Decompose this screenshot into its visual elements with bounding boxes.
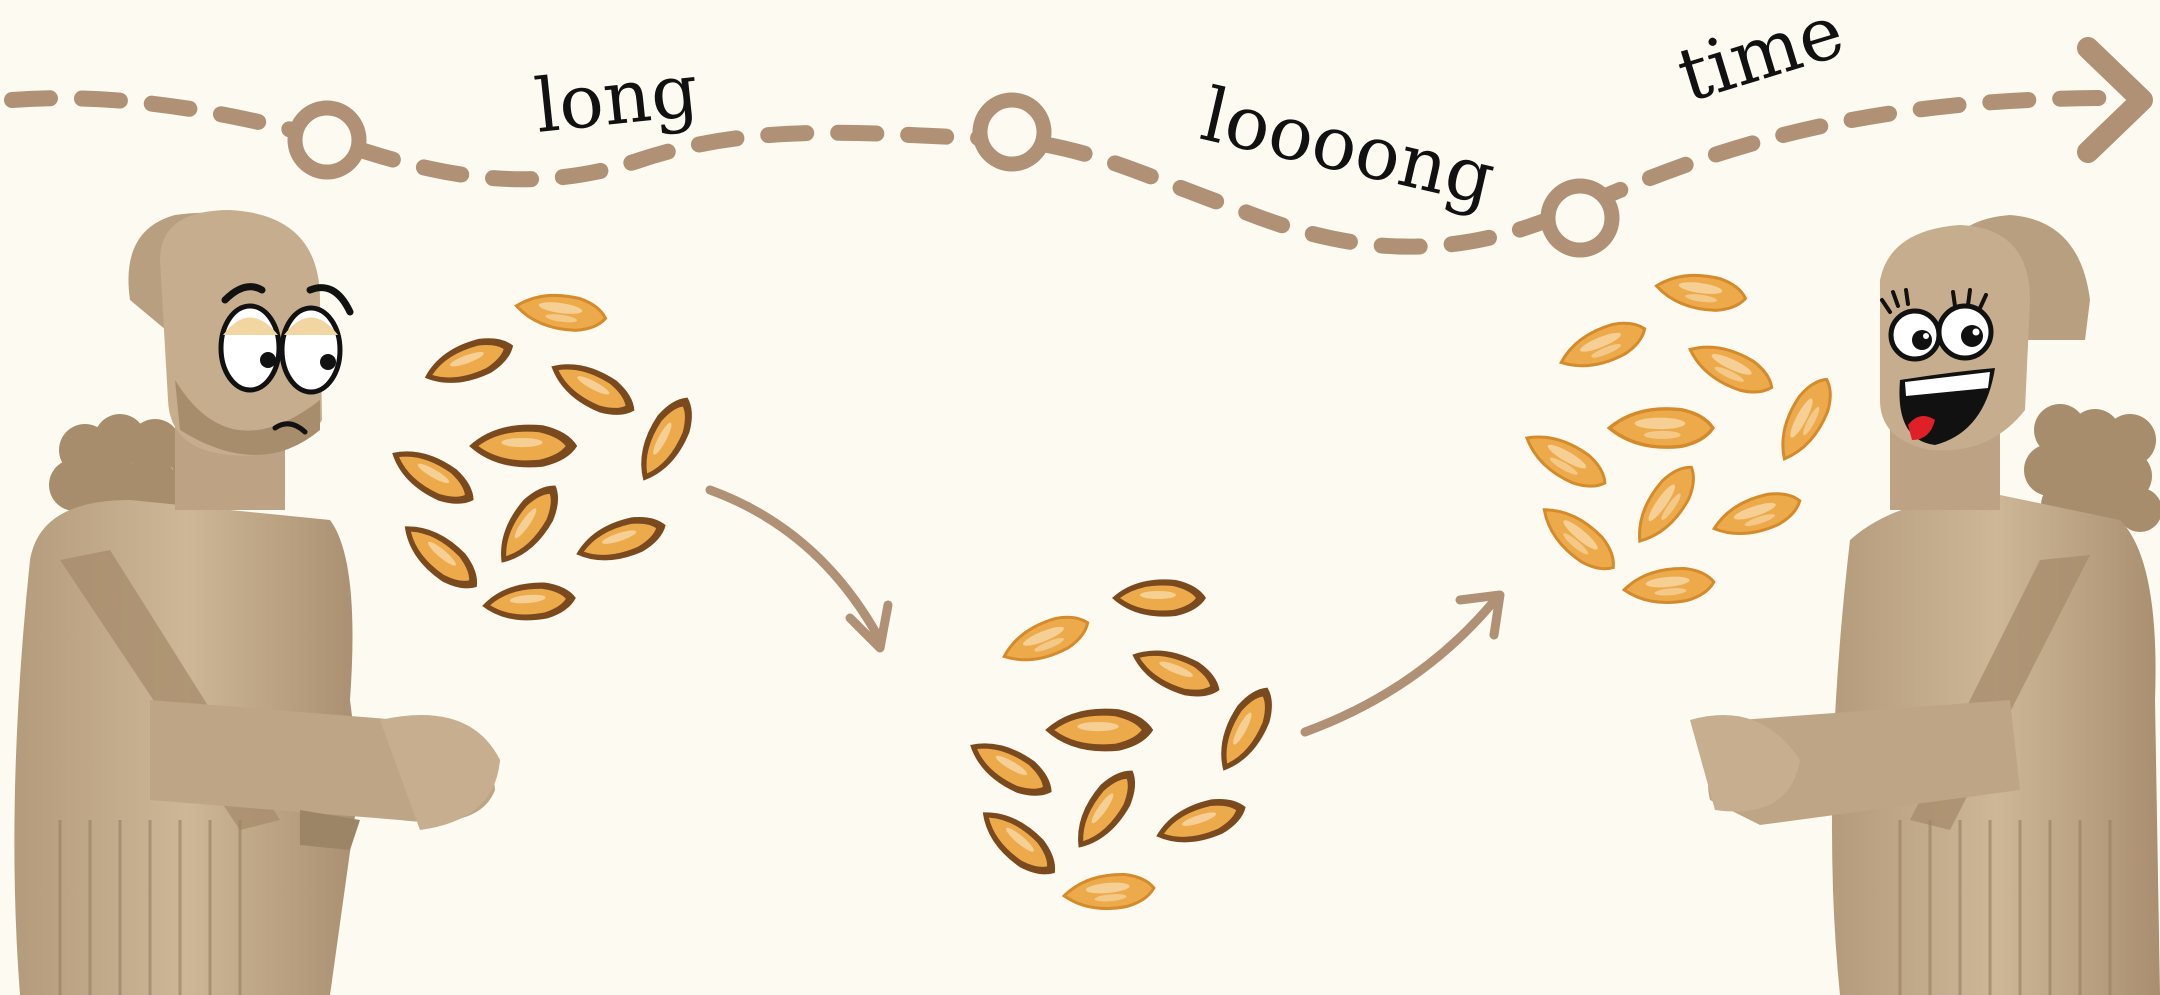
worried-assyrian-figure (14, 210, 500, 995)
happy-face (1880, 288, 1995, 445)
timeline-word-long: long (531, 47, 702, 150)
timeline-word-time: time (1668, 0, 1853, 119)
arrow-to-final-pile-head (1455, 590, 1505, 640)
timeline-path (4, 37, 2153, 258)
timeline-arrowhead (2077, 37, 2153, 163)
seed-pile-original (382, 287, 704, 625)
timeline-node-3 (1540, 178, 1620, 258)
seed-pile-domesticated (1517, 267, 1843, 608)
timeline-node-2 (972, 92, 1052, 172)
happy-assyrian-figure (1690, 215, 2160, 995)
arrow-to-middle-pile-head (845, 600, 893, 653)
seed-pile-middle (960, 579, 1284, 914)
arrow-to-final-pile (1300, 595, 1500, 737)
timeline-word-loooong: loooong (1194, 72, 1503, 223)
timeline-node-1 (287, 100, 367, 180)
worried-eyes (218, 283, 354, 435)
arrow-to-middle-pile (705, 485, 885, 645)
